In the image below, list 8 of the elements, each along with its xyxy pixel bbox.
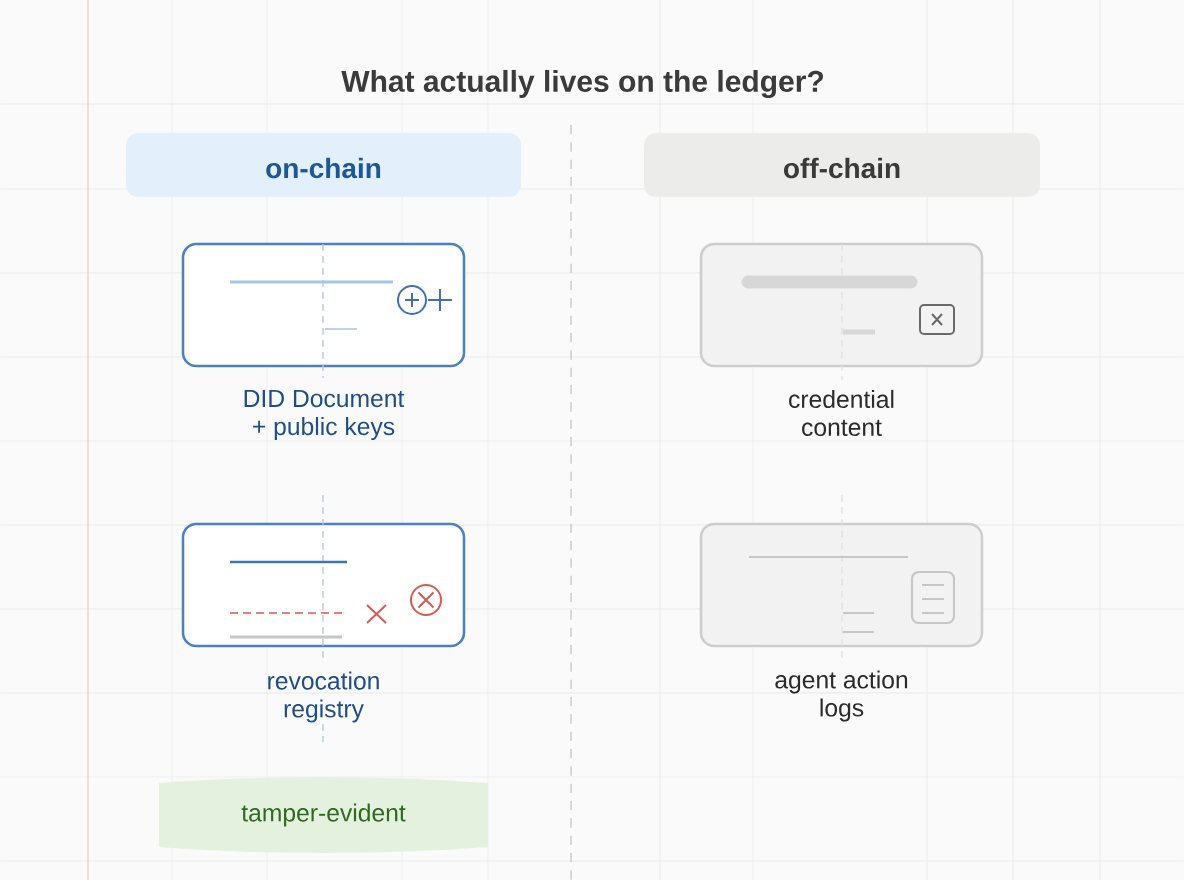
column-header: on-chain [126, 133, 521, 197]
card-caption: credential content [789, 389, 894, 437]
highlight-band: tamper-evident [159, 777, 488, 853]
column-header: off-chain [644, 133, 1040, 197]
card-caption: revocation registry [268, 671, 379, 723]
card-caption: agent action logs [775, 670, 908, 722]
card-caption: DID Document + public keys [244, 389, 405, 441]
title: What actually lives on the ledger? [341, 69, 823, 99]
